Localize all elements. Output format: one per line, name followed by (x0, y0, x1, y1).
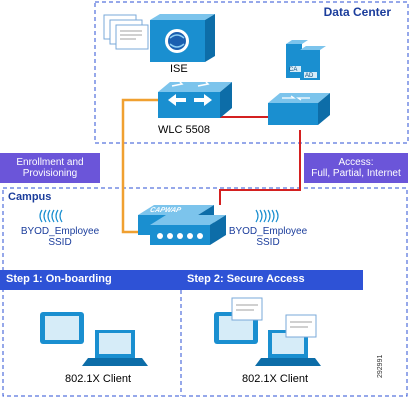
ise-server-icon (150, 14, 215, 62)
certificate-icon-step2-laptop (285, 314, 317, 338)
enrollment-line2: Provisioning (22, 168, 78, 179)
access-link (219, 130, 301, 205)
ssid-label-left: BYOD_Employee SSID (10, 226, 110, 248)
ssid-left-line1: BYOD_Employee (20, 226, 100, 237)
wireless-signal-icon-right (255, 209, 279, 223)
ssid-right-line1: BYOD_Employee (228, 226, 308, 237)
ca-label: CA (289, 67, 298, 73)
ssid-right-line2: SSID (256, 237, 280, 248)
step1-title: Step 1: On-boarding (6, 273, 112, 285)
access-points-icon (138, 205, 226, 245)
wlc-controller-icon (158, 81, 232, 118)
tablet-icon-step1 (40, 312, 84, 344)
laptop-icon-step1 (82, 330, 148, 366)
data-center-title: Data Center (323, 5, 391, 19)
step1-client-label: 802.1X Client (65, 373, 132, 385)
ssid-label-right: BYOD_Employee SSID (218, 226, 318, 248)
access-line2: Full, Partial, Internet (311, 168, 401, 179)
campus-title: Campus (8, 191, 52, 203)
network-switch-icon (268, 93, 330, 125)
wlc-label: WLC 5508 (158, 124, 210, 136)
ad-label: AD (305, 73, 314, 79)
access-callout: Access: Full, Partial, Internet (304, 153, 408, 183)
data-center-boundary (94, 1, 409, 144)
enrollment-callout: Enrollment and Provisioning (0, 153, 100, 183)
certificate-icon-step2-tablet (231, 297, 263, 321)
enrollment-line1: Enrollment and (16, 157, 84, 168)
ise-label: ISE (170, 63, 188, 75)
wireless-signal-icon-left (39, 209, 63, 223)
step2-client-label: 802.1X Client (242, 373, 309, 385)
access-line1: Access: (338, 157, 374, 168)
steps-bar (0, 270, 363, 290)
figure-id: 292991 (377, 354, 384, 378)
ap-label: CAPWAP (149, 207, 182, 214)
campus-boundary (2, 187, 408, 397)
ca-ad-servers-icon (286, 40, 326, 80)
ssid-left-line2: SSID (48, 237, 72, 248)
certificate-stack-icon (103, 14, 149, 50)
enrollment-link (121, 98, 160, 234)
step2-title: Step 2: Secure Access (187, 273, 305, 285)
